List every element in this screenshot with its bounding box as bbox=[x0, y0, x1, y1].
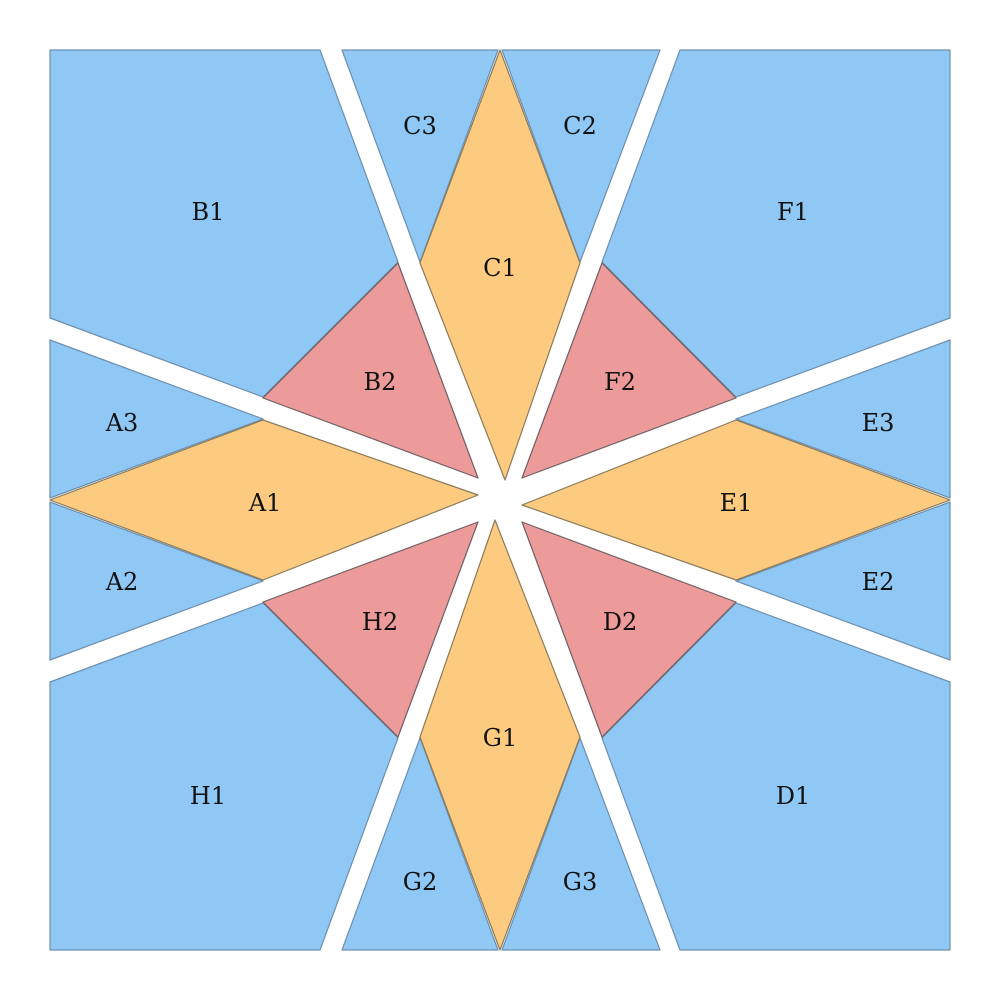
label-b2: B2 bbox=[364, 368, 397, 396]
label-d2: D2 bbox=[603, 608, 638, 636]
label-f2: F2 bbox=[604, 368, 636, 396]
piece-c2 bbox=[501, 49, 661, 263]
label-g1: G1 bbox=[483, 724, 517, 752]
piece-d1 bbox=[601, 602, 951, 951]
piece-f1 bbox=[601, 49, 951, 398]
piece-f2 bbox=[521, 262, 737, 479]
piece-b1 bbox=[49, 49, 399, 398]
label-a3: A3 bbox=[105, 409, 139, 437]
piece-g2 bbox=[341, 737, 499, 951]
label-h1: H1 bbox=[190, 782, 226, 810]
piece-a3 bbox=[49, 339, 264, 499]
piece-d2 bbox=[521, 521, 737, 738]
piece-g1 bbox=[419, 519, 581, 951]
label-e1: E1 bbox=[720, 489, 753, 517]
label-c3: C3 bbox=[403, 112, 437, 140]
label-f1: F1 bbox=[777, 198, 809, 226]
piece-c3 bbox=[341, 49, 499, 263]
label-g2: G2 bbox=[403, 868, 437, 896]
piece-g3 bbox=[501, 737, 661, 951]
piece-e2 bbox=[735, 501, 951, 661]
label-e3: E3 bbox=[862, 409, 895, 437]
label-e2: E2 bbox=[862, 568, 895, 596]
label-h2: H2 bbox=[362, 608, 398, 636]
label-c2: C2 bbox=[563, 112, 597, 140]
piece-h2 bbox=[262, 521, 479, 738]
piece-e1 bbox=[521, 419, 951, 581]
label-c1: C1 bbox=[483, 254, 517, 282]
piece-c1 bbox=[419, 49, 581, 481]
piece-a2 bbox=[49, 501, 264, 661]
piece-e3 bbox=[735, 339, 951, 499]
label-a2: A2 bbox=[105, 568, 139, 596]
piece-h1 bbox=[49, 602, 399, 951]
label-b1: B1 bbox=[192, 198, 225, 226]
label-a1: A1 bbox=[248, 489, 282, 517]
piece-a1 bbox=[49, 419, 479, 581]
label-g3: G3 bbox=[563, 868, 597, 896]
piece-b2 bbox=[262, 262, 479, 479]
label-d1: D1 bbox=[776, 782, 811, 810]
